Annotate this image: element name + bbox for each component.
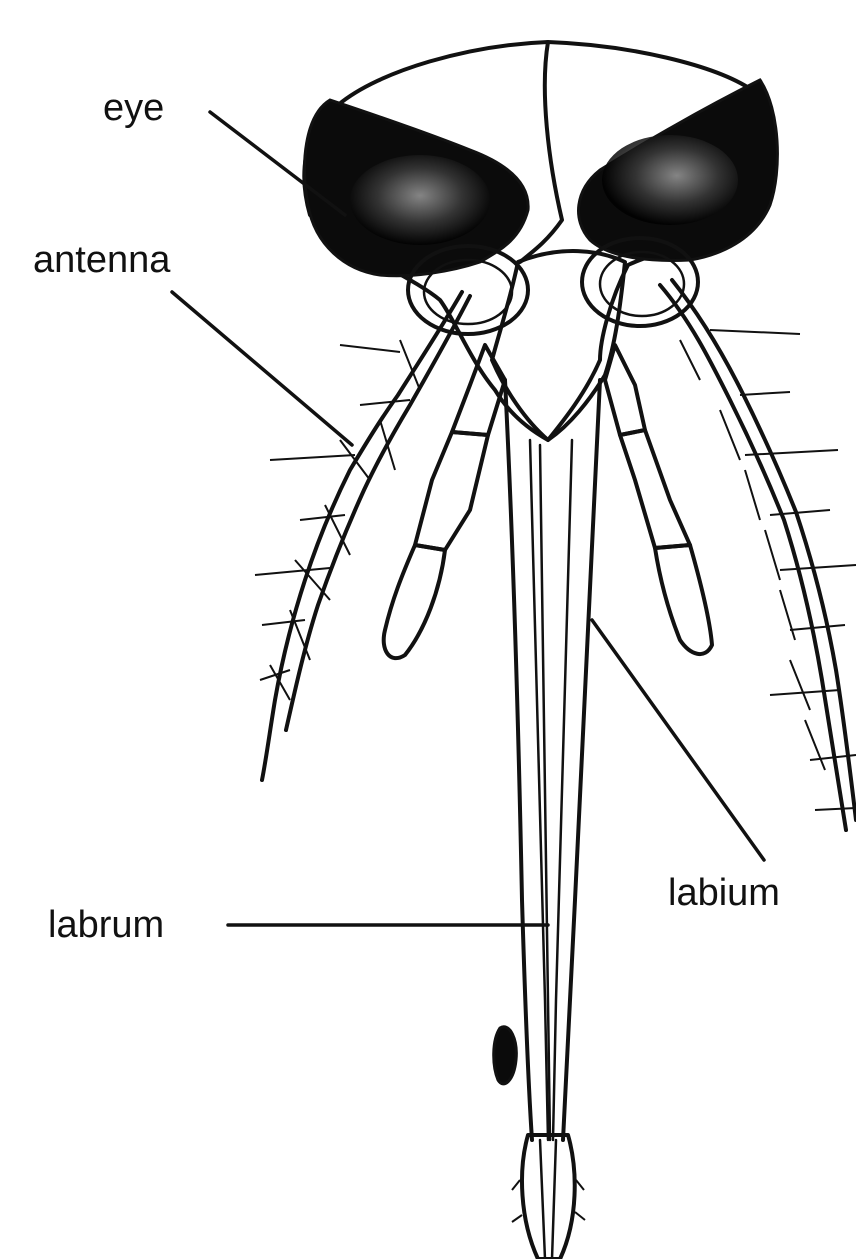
right-maxillary-palp (605, 345, 712, 654)
debris-speck (494, 1027, 517, 1084)
right-antenna (660, 280, 856, 830)
eye-label: eye (103, 87, 164, 129)
labrum-label: labrum (48, 904, 164, 946)
labium-leader-line (592, 620, 764, 860)
right-compound-eye (579, 80, 778, 260)
antenna-label: antenna (33, 239, 171, 281)
left-antenna (255, 292, 470, 780)
antenna-leader-line (172, 292, 352, 445)
proboscis (494, 380, 600, 1259)
labium-label: labium (668, 872, 780, 914)
